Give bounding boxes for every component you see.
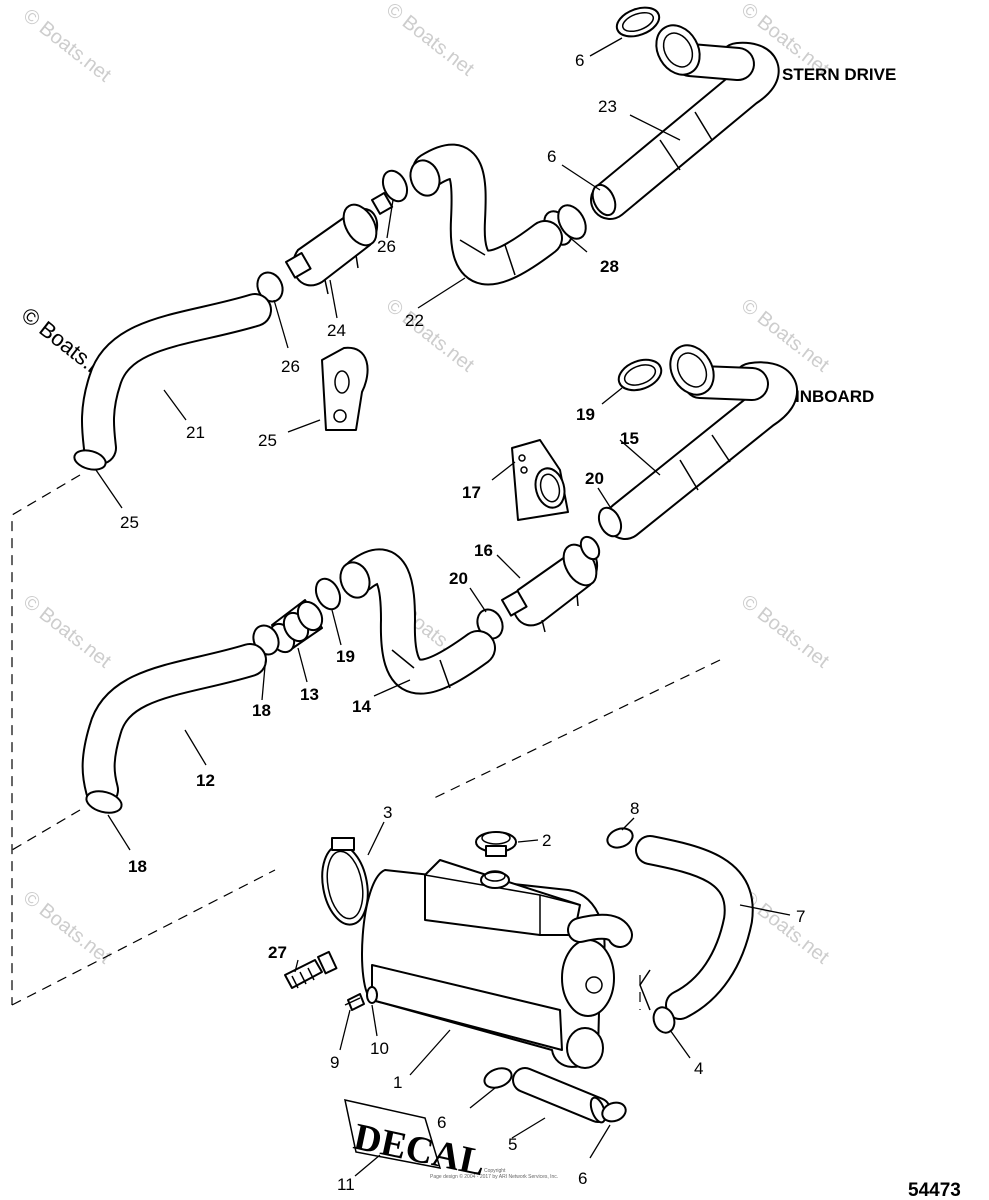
callout-9: 9 — [330, 1053, 339, 1072]
watermark: © Boats.net — [19, 887, 115, 969]
hose-clamp-4 — [652, 1006, 676, 1034]
fitting-27 — [284, 950, 338, 989]
hose-clamp-6 — [483, 1067, 513, 1089]
callout-5: 5 — [508, 1135, 517, 1154]
hose-clamp-6 — [591, 183, 617, 217]
section-label-inboard: INBOARD — [795, 387, 874, 406]
assembly-lines — [11, 474, 721, 1010]
washer-10 — [366, 986, 378, 1004]
callout-25: 25 — [120, 513, 139, 532]
callout-19: 19 — [336, 647, 355, 666]
callout-2: 2 — [542, 831, 551, 850]
callout-20: 20 — [449, 569, 468, 588]
watermark: © Boats.net — [737, 591, 833, 673]
callout-4: 4 — [694, 1059, 703, 1078]
heat-exchanger-1 — [361, 859, 651, 1069]
callout-6: 6 — [437, 1113, 446, 1132]
callout-20: 20 — [585, 469, 604, 488]
diagram-reference-number: 54473 — [908, 1180, 961, 1200]
s-hose-14 — [339, 548, 496, 695]
bracket-17 — [511, 439, 569, 521]
callout-19: 19 — [576, 405, 595, 424]
screw-9 — [344, 993, 365, 1011]
hose-clamp-26 — [381, 169, 409, 203]
hose-clamp-26 — [256, 271, 284, 303]
callout-17: 17 — [462, 483, 481, 502]
hose-clamp-6 — [601, 1101, 627, 1123]
callout-8: 8 — [630, 799, 639, 818]
hose-clamp-20 — [597, 506, 623, 538]
hose-clamp-19 — [314, 577, 342, 611]
watermark: © Boats.net — [19, 591, 115, 673]
callout-24: 24 — [327, 321, 346, 340]
hose-clamp-3 — [321, 837, 369, 926]
callout-16: 16 — [474, 541, 493, 560]
callout-27: 27 — [268, 943, 287, 962]
callout-23: 23 — [598, 97, 617, 116]
hose-clamp-19 — [617, 358, 663, 392]
callout-13: 13 — [300, 685, 319, 704]
callout-12: 12 — [196, 771, 215, 790]
hose-5 — [512, 1067, 611, 1124]
callout-7: 7 — [796, 907, 805, 926]
callout-26: 26 — [281, 357, 300, 376]
callout-28: 28 — [600, 257, 619, 276]
hose-clamp-8 — [606, 827, 634, 849]
callout-25: 25 — [258, 431, 277, 450]
callout-6: 6 — [578, 1169, 587, 1188]
y-pipe-15 — [605, 344, 798, 540]
hose-12 — [81, 643, 267, 807]
callout-15: 15 — [620, 429, 639, 448]
hose-clamp-18 — [85, 790, 123, 814]
muffler-16 — [500, 535, 601, 633]
y-pipe-23 — [590, 24, 780, 220]
section-label-stern-drive: STERN DRIVE — [782, 65, 896, 84]
callout-10: 10 — [370, 1039, 389, 1058]
callout-1: 1 — [393, 1073, 402, 1092]
hose-21 — [80, 293, 272, 465]
callout-18: 18 — [252, 701, 271, 720]
callout-22: 22 — [405, 311, 424, 330]
inboard-assembly — [81, 344, 798, 814]
callout-6: 6 — [575, 51, 584, 70]
heat-exchanger-assembly: DECAL — [284, 827, 754, 1184]
callout-18: 18 — [128, 857, 147, 876]
leader-lines — [95, 37, 791, 1177]
callout-14: 14 — [352, 697, 371, 716]
muffler-24 — [285, 192, 394, 295]
bracket-25 — [321, 346, 369, 431]
hose-7 — [635, 835, 754, 1020]
hose-clamp-6 — [615, 6, 661, 38]
hose-clamp-25 — [73, 449, 107, 471]
filler-cap-2 — [475, 831, 517, 857]
callout-21: 21 — [186, 423, 205, 442]
watermark: © Boats.net — [382, 295, 478, 377]
callout-11: 11 — [337, 1175, 355, 1194]
stern-drive-assembly — [73, 6, 780, 471]
watermarks: © Boats.net © Boats.net © Boats.net © Bo… — [17, 0, 833, 969]
s-hose-22 — [409, 143, 563, 286]
decal-11: DECAL — [344, 1099, 489, 1184]
callout-3: 3 — [383, 803, 392, 822]
watermark: © Boats.net — [382, 0, 478, 81]
callout-6: 6 — [547, 147, 556, 166]
callout-26: 26 — [377, 237, 396, 256]
watermark: © Boats.net — [19, 5, 115, 87]
